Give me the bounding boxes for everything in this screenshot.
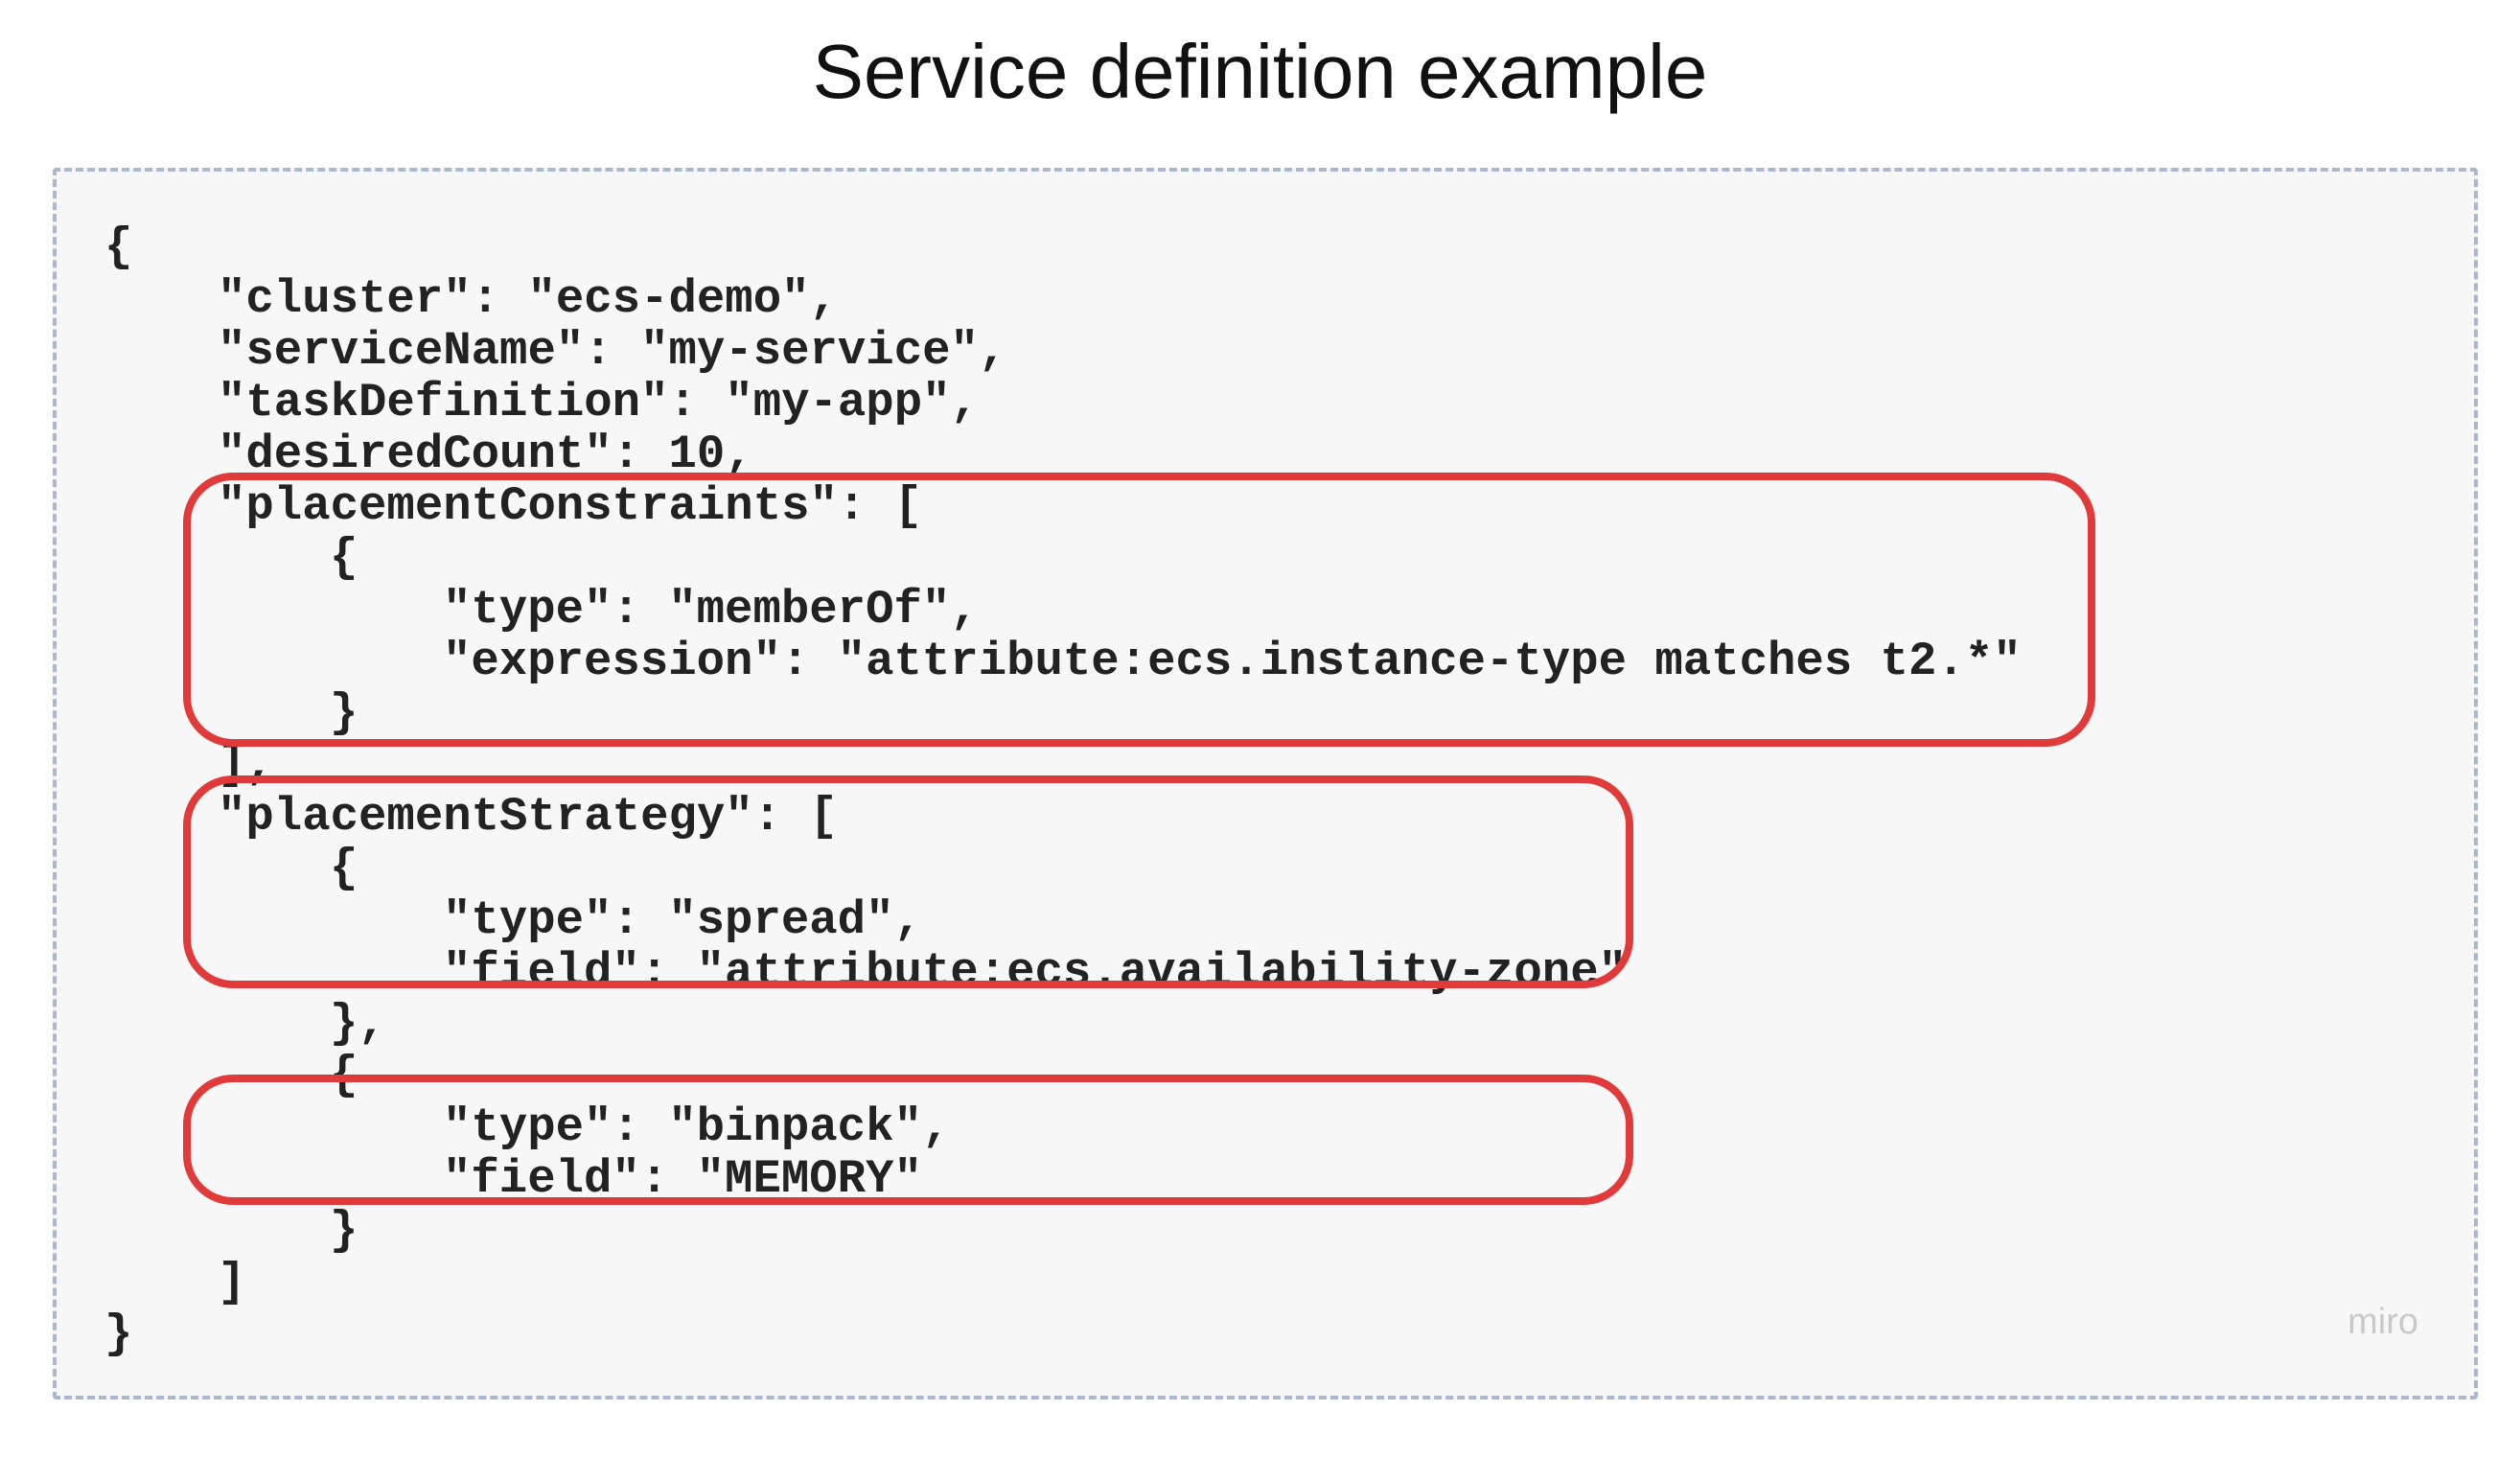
- code-line-constraint-open: {: [330, 531, 358, 585]
- code-line-task-definition: "taskDefinition": "my-app",: [218, 376, 979, 429]
- code-line-strategy-binpack-type: "type": "binpack",: [443, 1100, 951, 1154]
- page-title: Service definition example: [812, 29, 1708, 114]
- binpack-strategy-highlight: [183, 1075, 1633, 1205]
- code-line-constraint-close: }: [330, 686, 358, 740]
- placement-constraints-highlight: [183, 473, 2095, 747]
- spread-strategy-highlight: [183, 775, 1633, 988]
- code-line-strategy-spread-close: },: [330, 997, 386, 1051]
- code-line-close-brace: }: [104, 1308, 133, 1361]
- code-line-cluster: "cluster": "ecs-demo",: [218, 272, 838, 326]
- code-line-placement-constraints: "placementConstraints": [: [218, 479, 923, 533]
- code-line-strategy-spread-field: "field": "attribute:ecs.availability-zon…: [443, 945, 1628, 999]
- code-line-constraint-expression: "expression": "attribute:ecs.instance-ty…: [443, 635, 2022, 688]
- code-line-constraint-type: "type": "memberOf",: [443, 583, 979, 636]
- code-line-desired-count: "desiredCount": 10,: [218, 428, 753, 481]
- code-line-strategy-binpack-field: "field": "MEMORY": [443, 1152, 922, 1206]
- code-panel: { "cluster": "ecs-demo", "serviceName": …: [53, 168, 2478, 1400]
- code-line-placement-strategy: "placementStrategy": [: [218, 790, 838, 844]
- code-line-open-brace: {: [104, 220, 133, 274]
- code-line-strategy-end: ]: [218, 1256, 246, 1309]
- miro-watermark: miro: [2347, 1302, 2418, 1342]
- code-line-strategy-binpack-close: }: [330, 1204, 358, 1258]
- code-line-strategy-spread-type: "type": "spread",: [443, 893, 922, 947]
- code-line-service-name: "serviceName": "my-service",: [218, 324, 1007, 378]
- code-line-strategy-spread-open: {: [330, 842, 358, 895]
